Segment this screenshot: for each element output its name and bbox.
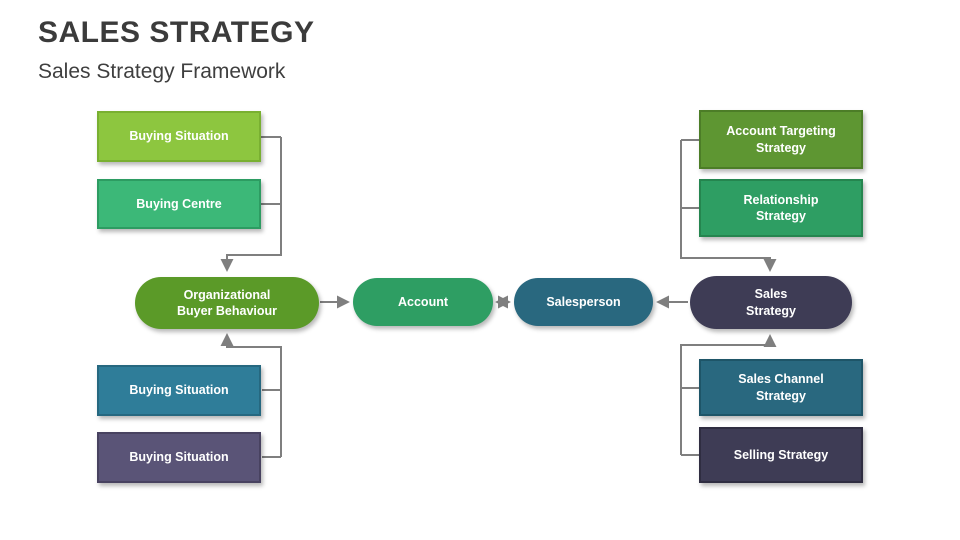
node-relationship-strategy: Relationship Strategy <box>699 179 863 237</box>
node-buying-situation-mid: Buying Situation <box>97 365 261 416</box>
node-account: Account <box>353 278 493 326</box>
node-buying-centre: Buying Centre <box>97 179 261 229</box>
page-subtitle: Sales Strategy Framework <box>38 60 286 83</box>
node-sales-channel-strategy: Sales Channel Strategy <box>699 359 863 416</box>
node-sales-strategy: Sales Strategy <box>690 276 852 329</box>
node-buying-situation-bottom: Buying Situation <box>97 432 261 483</box>
node-buying-situation-top: Buying Situation <box>97 111 261 162</box>
node-salesperson: Salesperson <box>514 278 653 326</box>
node-account-targeting-strategy: Account Targeting Strategy <box>699 110 863 169</box>
node-selling-strategy: Selling Strategy <box>699 427 863 483</box>
page-title: SALES STRATEGY <box>38 16 315 49</box>
node-organizational-buyer-behaviour: Organizational Buyer Behaviour <box>135 277 319 329</box>
